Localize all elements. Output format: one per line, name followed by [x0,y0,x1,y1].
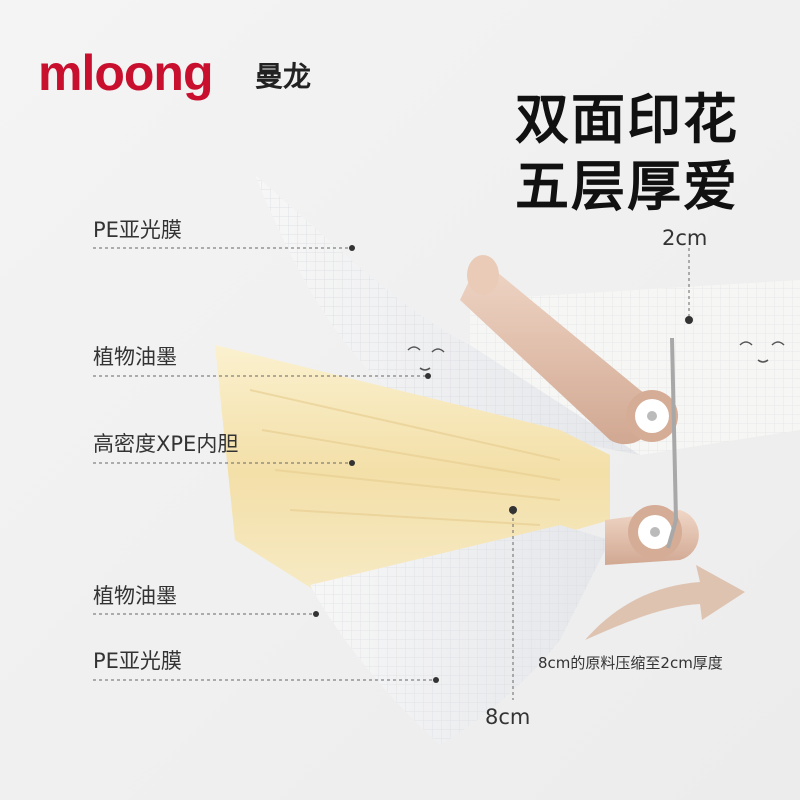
layer-label-ink-top: 植物油墨 [93,345,177,369]
dimension-after: 2cm [662,226,708,250]
compression-arrow [585,565,745,640]
layer-label-pe-film-top: PE亚光膜 [93,218,182,242]
layer-label-ink-bottom: 植物油墨 [93,584,177,608]
headline-line-2: 五层厚爱 [515,155,739,218]
cat-face-print [407,341,785,371]
layer-label-pe-film-bottom: PE亚光膜 [93,649,182,673]
headline-line-1: 双面印花 [515,88,739,151]
brand-name-cn: 曼龙 [255,60,312,93]
roller-handle [666,337,679,549]
layer-label-xpe-core: 高密度XPE内胆 [93,432,239,456]
brand-logo: mloong [38,45,214,101]
xpe-core-layer [215,345,610,600]
headline: 双面印花 五层厚爱 [515,86,775,220]
dimension-before: 8cm [485,705,531,729]
upper-roller [460,255,678,445]
compression-note: 8cm的原料压缩至2cm厚度 [538,654,723,672]
